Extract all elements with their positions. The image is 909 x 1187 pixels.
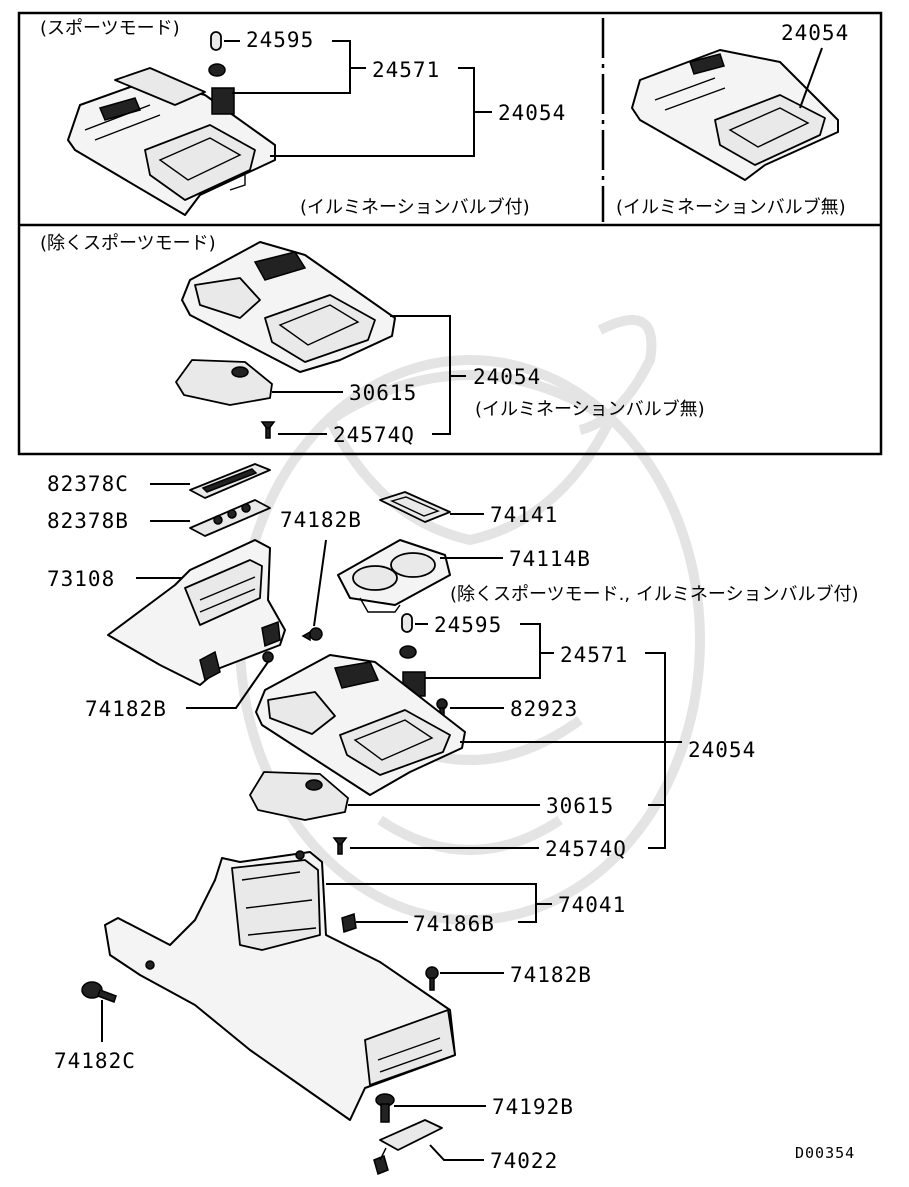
part-label-24054-mid: 24054 <box>473 365 541 389</box>
part-label-24571: 24571 <box>372 58 440 82</box>
part-label-73108: 73108 <box>47 567 115 591</box>
switch-panel-82378C <box>189 463 271 499</box>
part-label-24574Q-mid: 24574Q <box>333 423 415 447</box>
cup-holder-74114B <box>337 539 451 613</box>
part-label-74182C: 74182C <box>54 1049 136 1073</box>
part-label-74192B: 74192B <box>492 1095 574 1119</box>
screw-74182B-lower-icon <box>425 966 439 991</box>
part-label-74186B: 74186B <box>413 912 495 936</box>
illumination-bulb-note: (イルミネーションバルブ付) <box>300 196 530 218</box>
bracket-74022 <box>373 1119 443 1176</box>
illumination-bulb-main-icon <box>401 613 413 633</box>
console-body-74041 <box>104 850 456 1121</box>
console-tray-except-sport <box>181 241 396 373</box>
console-tray-no-bulb <box>631 49 839 181</box>
part-label-82378C: 82378C <box>47 472 129 496</box>
screw-74182B-upper-icon <box>301 627 323 642</box>
screw-icon <box>260 421 276 439</box>
no-bulb-note-mid: (イルミネーションバルブ無) <box>475 398 705 420</box>
diagram-code: D00354 <box>795 1144 855 1162</box>
section-frames <box>17 11 883 456</box>
no-bulb-note: (イルミネーションバルブ無) <box>616 196 846 218</box>
part-label-74114B: 74114B <box>509 547 591 571</box>
shift-boot-panel-main <box>249 771 349 821</box>
part-label-74182B-upper: 74182B <box>280 508 362 532</box>
illumination-bulb-icon <box>210 31 222 51</box>
screw-24574Q-icon <box>332 837 348 855</box>
trim-74141 <box>379 491 451 523</box>
part-label-24595-main: 24595 <box>434 613 502 637</box>
screw-74182C-icon <box>81 981 117 1003</box>
shift-boot-panel <box>175 359 273 406</box>
part-label-74182B-lower: 74182B <box>510 963 592 987</box>
part-label-24054: 24054 <box>498 101 566 125</box>
sport-mode-title: (スポーツモード) <box>40 18 180 39</box>
part-label-30615-main: 30615 <box>546 794 614 818</box>
part-label-24574Q-main: 24574Q <box>545 837 627 861</box>
screw-74182B-left-icon <box>262 651 274 663</box>
part-label-82378B: 82378B <box>47 509 129 533</box>
part-label-30615-mid: 30615 <box>349 381 417 405</box>
part-label-24595: 24595 <box>246 28 314 52</box>
part-label-74182B-left: 74182B <box>85 697 167 721</box>
part-label-74141: 74141 <box>490 503 558 527</box>
except-sport-with-bulb-note: (除くスポーツモード., イルミネーションバルブ付) <box>450 583 859 605</box>
section-sport-mode: (スポーツモード) 24595 24571 24054 (イルミネーションバルブ… <box>40 18 566 218</box>
switch-panel-82378B <box>189 499 271 537</box>
fastener-74192B-icon <box>375 1093 395 1123</box>
console-tray-sport <box>67 67 276 216</box>
bulb-socket-icon <box>208 63 235 115</box>
center-panel-73108 <box>107 539 286 686</box>
part-label-24054-main: 24054 <box>688 738 756 762</box>
part-label-82923: 82923 <box>510 697 578 721</box>
section-except-sport: (除くスポーツモード) 30615 24054 24574Q (イルミネーション… <box>40 233 705 447</box>
part-label-74022: 74022 <box>490 1149 558 1173</box>
clip-74186B-icon <box>341 913 357 933</box>
except-sport-title: (除くスポーツモード) <box>40 233 216 254</box>
part-label-24054-right: 24054 <box>781 21 849 45</box>
part-label-74041: 74041 <box>558 893 626 917</box>
console-tray-main <box>255 654 466 796</box>
part-label-24571-main: 24571 <box>560 643 628 667</box>
section-main-assembly: 82378C 82378B 73108 74182B 74182B <box>47 463 859 1176</box>
section-no-bulb: 24054 (イルミネーションバルブ無) <box>616 21 849 218</box>
